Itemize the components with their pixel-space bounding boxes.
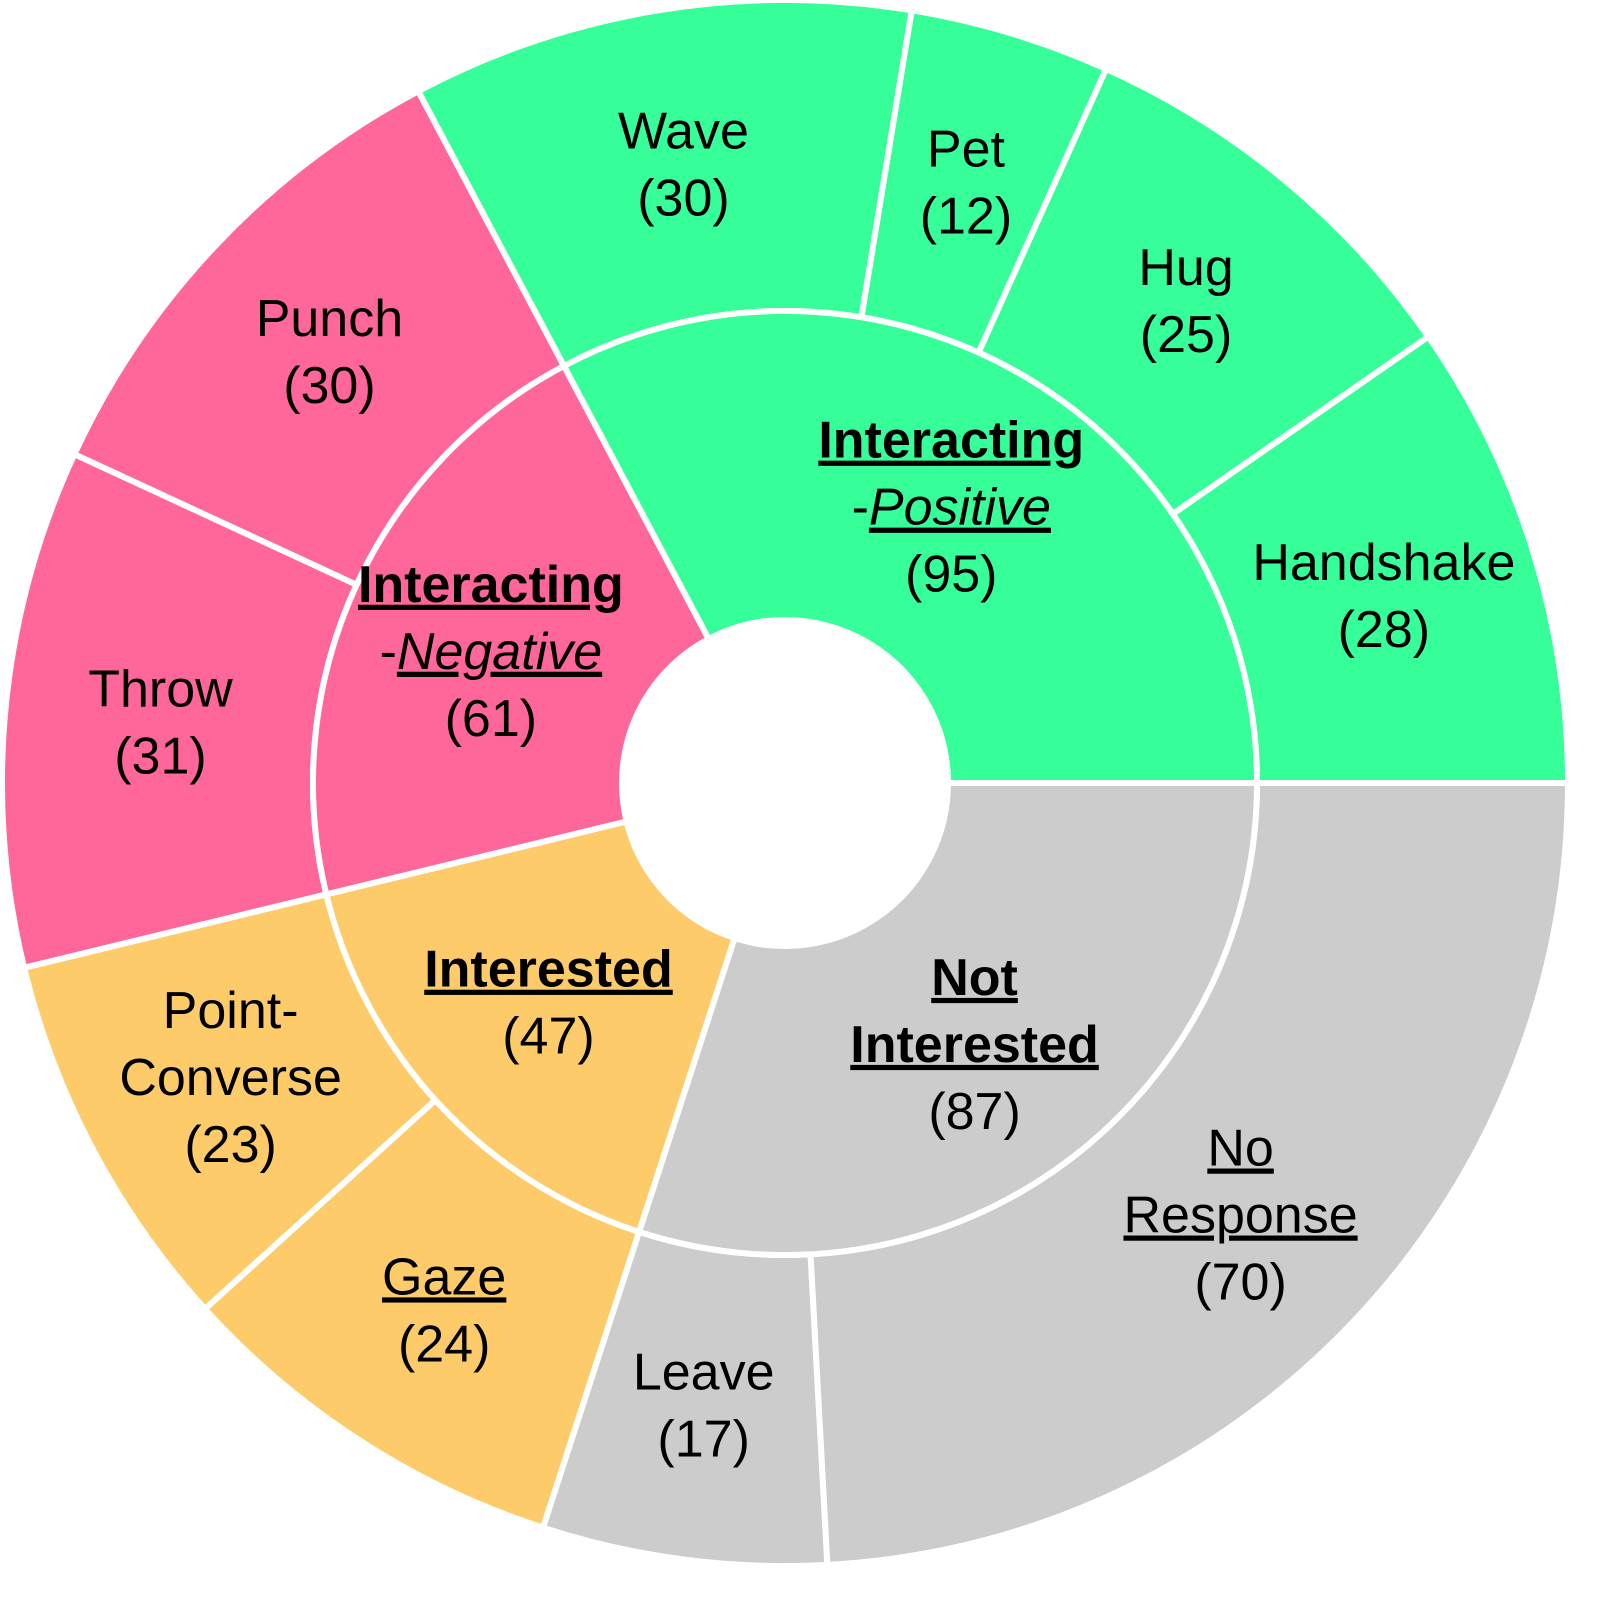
inner-label-dash: -: [852, 479, 869, 537]
outer-label-count: (28): [1338, 601, 1430, 659]
inner-ring: [310, 308, 1261, 1258]
inner-label-positive: Interacting -Positive (95): [818, 412, 1084, 604]
outer-label-count: (31): [114, 727, 206, 785]
outer-ring: [0, 0, 1572, 1569]
outer-label-count: (23): [184, 1116, 276, 1174]
outer-label-throw: Throw (31): [88, 660, 233, 785]
outer-label-count: (30): [637, 169, 729, 227]
outer-label-line: Converse: [119, 1049, 342, 1107]
inner-label-count: (95): [905, 546, 997, 604]
inner-label-count: (87): [928, 1083, 1020, 1141]
inner-label-negative: Interacting -Negative (61): [358, 556, 624, 748]
outer-label-line: Response: [1123, 1187, 1357, 1245]
outer-label-count: (70): [1194, 1254, 1286, 1312]
inner-label-count: (61): [445, 690, 537, 748]
outer-label-line: Leave: [633, 1344, 775, 1402]
outer-label-count: (17): [657, 1411, 749, 1469]
outer-label-line: Wave: [618, 102, 749, 160]
outer-label-point_converse: Point- Converse (23): [119, 982, 342, 1174]
outer-label-line: Gaze: [382, 1248, 506, 1306]
outer-label-count: (30): [283, 357, 375, 415]
inner-label-count: (47): [502, 1008, 594, 1066]
outer-label-line: Handshake: [1252, 534, 1515, 592]
outer-label-wave: Wave (30): [618, 102, 749, 227]
outer-label-line: Hug: [1138, 239, 1233, 297]
outer-label-line: Punch: [256, 290, 403, 348]
outer-label-leave: Leave (17): [633, 1344, 775, 1469]
outer-label-hug: Hug (25): [1138, 239, 1233, 364]
center-hole: [622, 620, 948, 946]
inner-label-sub: -Negative: [380, 623, 603, 681]
outer-label-line: Point-: [163, 982, 299, 1040]
inner-label-main: Interacting: [818, 412, 1084, 470]
outer-label-handshake: Handshake (28): [1252, 534, 1515, 659]
inner-label-main: Not: [931, 949, 1018, 1007]
outer-label-pet: Pet (12): [920, 121, 1012, 246]
outer-label-line: Pet: [927, 121, 1006, 179]
inner-label-sub-text: Negative: [397, 623, 602, 681]
outer-label-gaze: Gaze (24): [382, 1248, 506, 1373]
outer-label-line: No: [1207, 1120, 1273, 1178]
outer-label-punch: Punch (30): [256, 290, 403, 415]
segment-labels: Handshake(28)Hug(25)Pet(12)Wave(30)Punch…: [88, 102, 1515, 1468]
inner-label-sub-text: Positive: [869, 479, 1051, 537]
inner-label-sub: -Positive: [852, 479, 1051, 537]
inner-label-sub: Interested: [850, 1016, 1099, 1074]
inner-label-main: Interacting: [358, 556, 624, 614]
outer-label-line: Throw: [88, 660, 233, 718]
inner-label-interested: Interested (47): [424, 941, 673, 1066]
outer-label-count: (12): [920, 188, 1012, 246]
outer-label-count: (25): [1140, 306, 1232, 364]
outer-label-count: (24): [398, 1315, 490, 1373]
inner-label-dash: -: [380, 623, 397, 681]
inner-label-main: Interested: [424, 941, 673, 999]
